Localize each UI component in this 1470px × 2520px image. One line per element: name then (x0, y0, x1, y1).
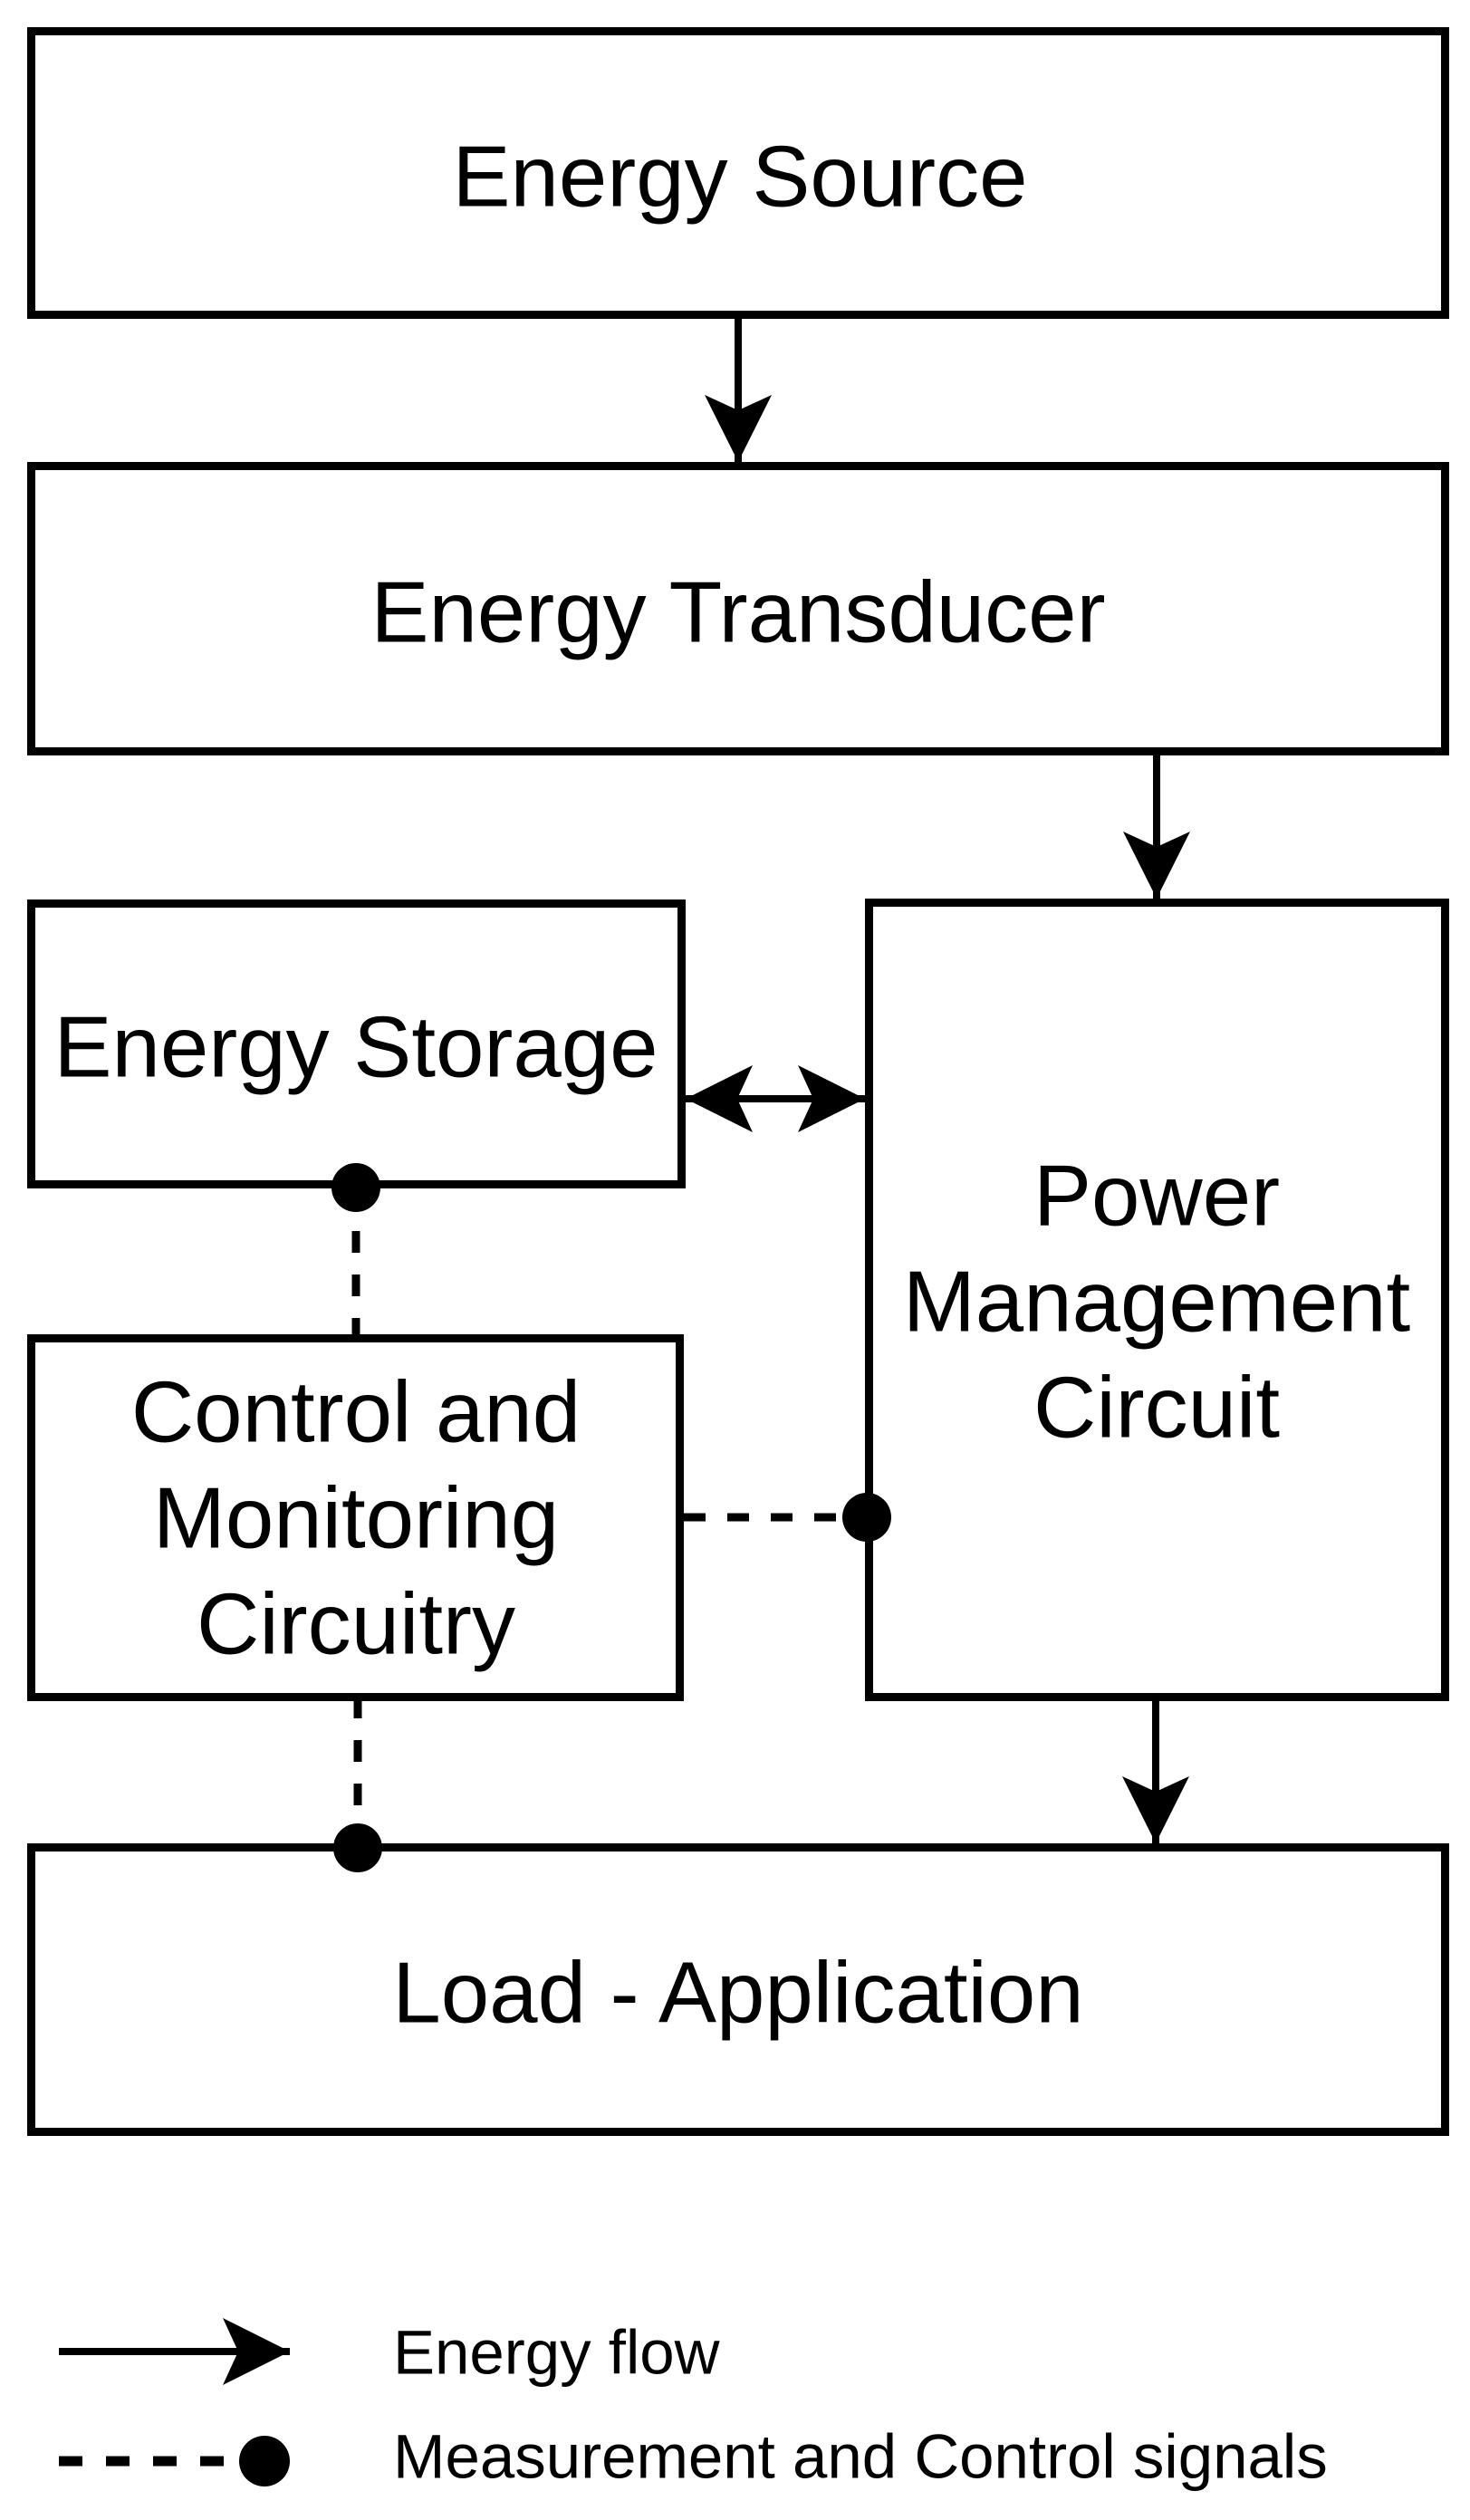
legend-measurement-control-label: Measurement and Control signals (393, 2422, 1328, 2492)
legend-measurement-signal-dot-icon (239, 2436, 290, 2486)
energy-transducer-label: Energy Transducer (370, 564, 1105, 661)
signal-junction-dot-pmc (842, 1493, 891, 1542)
energy-source-box (27, 27, 1449, 319)
energy-transducer-box (27, 462, 1449, 755)
signal-junction-dot-load (333, 1823, 382, 1872)
control-monitoring-label-line2: Monitoring (153, 1470, 559, 1567)
energy-storage-box (27, 899, 686, 1188)
power-management-circuit-label-line2: Management (903, 1254, 1410, 1351)
power-management-circuit-label-line1: Power (1033, 1148, 1280, 1245)
legend-energy-flow-label: Energy flow (393, 2318, 720, 2388)
control-monitoring-label-line3: Circuitry (197, 1576, 515, 1673)
energy-storage-label: Energy Storage (53, 999, 658, 1096)
power-management-circuit-box (865, 899, 1449, 1701)
load-application-label: Load - Application (392, 1945, 1083, 2042)
control-monitoring-label-line1: Control and (131, 1364, 581, 1461)
load-application-box (27, 1843, 1449, 2136)
energy-source-label: Energy Source (452, 129, 1027, 226)
power-management-circuit-label-line3: Circuit (1033, 1360, 1280, 1457)
signal-junction-dot-storage (331, 1163, 380, 1212)
